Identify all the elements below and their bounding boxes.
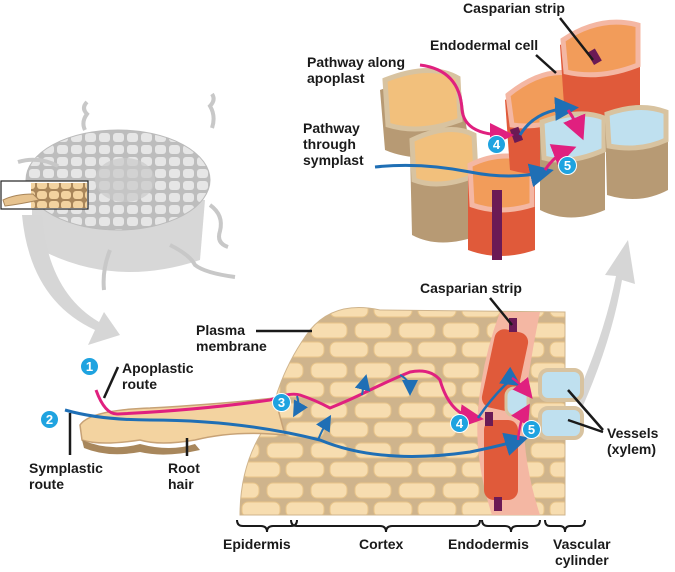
overview-arrow-down [22, 215, 120, 345]
pathway-symplast-label: Pathway through symplast [303, 120, 364, 168]
region-endodermis: Endodermis [448, 536, 529, 552]
step-badge-4-top: 4 [487, 135, 506, 154]
root-hair-shadow [82, 440, 200, 455]
xylem-entry-arrow [511, 376, 533, 399]
step-badge-2: 2 [40, 410, 59, 429]
root-cross-section [0, 92, 236, 291]
cross-membrane-arrow [315, 414, 332, 441]
vessels-xylem-label: Vessels (xylem) [607, 425, 659, 457]
xylem-cell-top [604, 105, 669, 151]
plasma-membrane-label: Plasma membrane [196, 322, 267, 354]
cross-membrane-arrow [399, 374, 418, 396]
endodermal-cell-top [560, 19, 641, 78]
step-badge-1: 1 [80, 357, 99, 376]
region-cortex: Cortex [359, 536, 404, 552]
root-hair-grey [17, 157, 59, 168]
symplast-pathway-3d [518, 96, 579, 136]
casparian-strip-label-main: Casparian strip [420, 280, 522, 296]
xylem-vessel [538, 406, 584, 440]
zoom-region-cells [31, 183, 87, 208]
root-hair-grey [207, 92, 216, 129]
step-badge-5: 5 [522, 420, 541, 439]
step-badge-4: 4 [450, 414, 469, 433]
step-badge-5-top: 5 [558, 156, 577, 175]
casparian-strip [509, 318, 517, 332]
top-inset-3d [374, 19, 669, 260]
cross-membrane-arrow [293, 395, 308, 418]
apoplastic-route-label: Apoplastic route [122, 360, 194, 392]
region-braces [236, 519, 586, 533]
casparian-strip [494, 497, 502, 511]
xylem-entry-arrow [510, 403, 530, 441]
cortex-cell-top [409, 127, 479, 187]
overview-arrow-up [575, 240, 635, 408]
step-badge-3: 3 [272, 393, 291, 412]
root-hair-label: Root hair [168, 460, 200, 492]
cortex-cell-top [382, 67, 463, 132]
root-hair-grey [169, 243, 236, 279]
casparian-strip-3d [587, 48, 602, 66]
symplastic-route-label: Symplastic route [29, 460, 103, 492]
casparian-strip [485, 412, 493, 426]
casparian-strip-label-top: Casparian strip [463, 0, 565, 16]
root-hair-grey [208, 203, 229, 249]
apoplastic-route-path [94, 369, 484, 429]
cross-membrane-arrow [354, 374, 371, 396]
casparian-strip-3d [492, 190, 502, 260]
pathway-apoplast-label: Pathway along apoplast [307, 54, 406, 86]
region-epidermis: Epidermis [223, 536, 291, 552]
xylem-vessel [538, 368, 584, 402]
apoplast-pathway-3d [419, 63, 514, 147]
symplast-pathway-3d [374, 163, 554, 188]
leader-lines [68, 17, 604, 456]
zoom-region-root-hair [2, 193, 40, 207]
region-vascular-cylinder: Vascular cylinder [553, 536, 611, 568]
endodermal-cell [484, 420, 518, 500]
endodermal-cell-label: Endodermal cell [430, 37, 539, 53]
tissue-section [64, 307, 584, 516]
vascular-core [95, 158, 155, 202]
root-hair-grey [101, 249, 112, 291]
apoplast-pathway-3d [543, 144, 577, 171]
root-hair-grey [81, 100, 90, 131]
symplastic-route-path [64, 408, 529, 458]
apoplast-pathway-3d [563, 109, 586, 141]
